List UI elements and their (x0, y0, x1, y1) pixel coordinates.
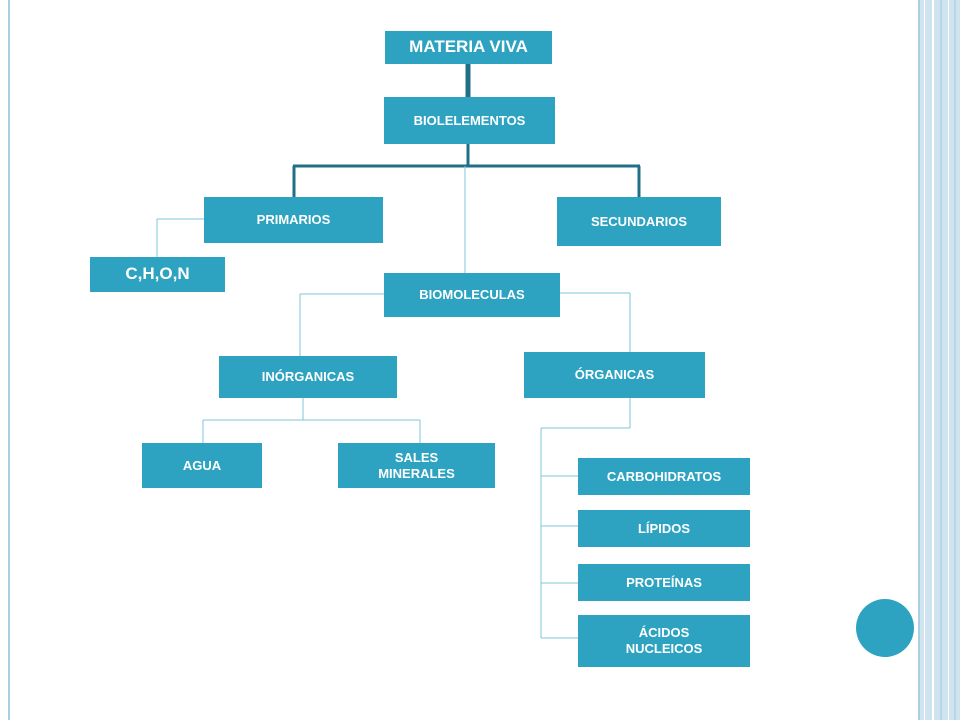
node-organicas: ÓRGANICAS (524, 352, 705, 398)
slide-frame-right (918, 0, 960, 720)
node-acidos-nucleicos: ÁCIDOS NUCLEICOS (578, 615, 750, 667)
node-inorganicas: INÓRGANICAS (219, 356, 397, 398)
frame-stripe (948, 0, 949, 720)
node-biomoleculas: BIOMOLECULAS (384, 273, 560, 317)
frame-stripe (918, 0, 920, 720)
node-carbohidratos: CARBOHIDRATOS (578, 458, 750, 495)
decorative-circle (856, 599, 914, 657)
frame-stripe (954, 0, 956, 720)
slide-frame-left (8, 0, 10, 720)
node-bioelementos: BIOLELEMENTOS (384, 97, 555, 144)
frame-stripe (932, 0, 934, 720)
node-primarios: PRIMARIOS (204, 197, 383, 243)
node-materia-viva: MATERIA VIVA (385, 31, 552, 64)
node-secundarios: SECUNDARIOS (557, 197, 721, 246)
node-lipidos: LÍPIDOS (578, 510, 750, 547)
node-chon: C,H,O,N (90, 257, 225, 292)
frame-stripe (924, 0, 925, 720)
node-sales-minerales: SALES MINERALES (338, 443, 495, 488)
node-agua: AGUA (142, 443, 262, 488)
node-proteinas: PROTEÍNAS (578, 564, 750, 601)
frame-stripe (940, 0, 942, 720)
